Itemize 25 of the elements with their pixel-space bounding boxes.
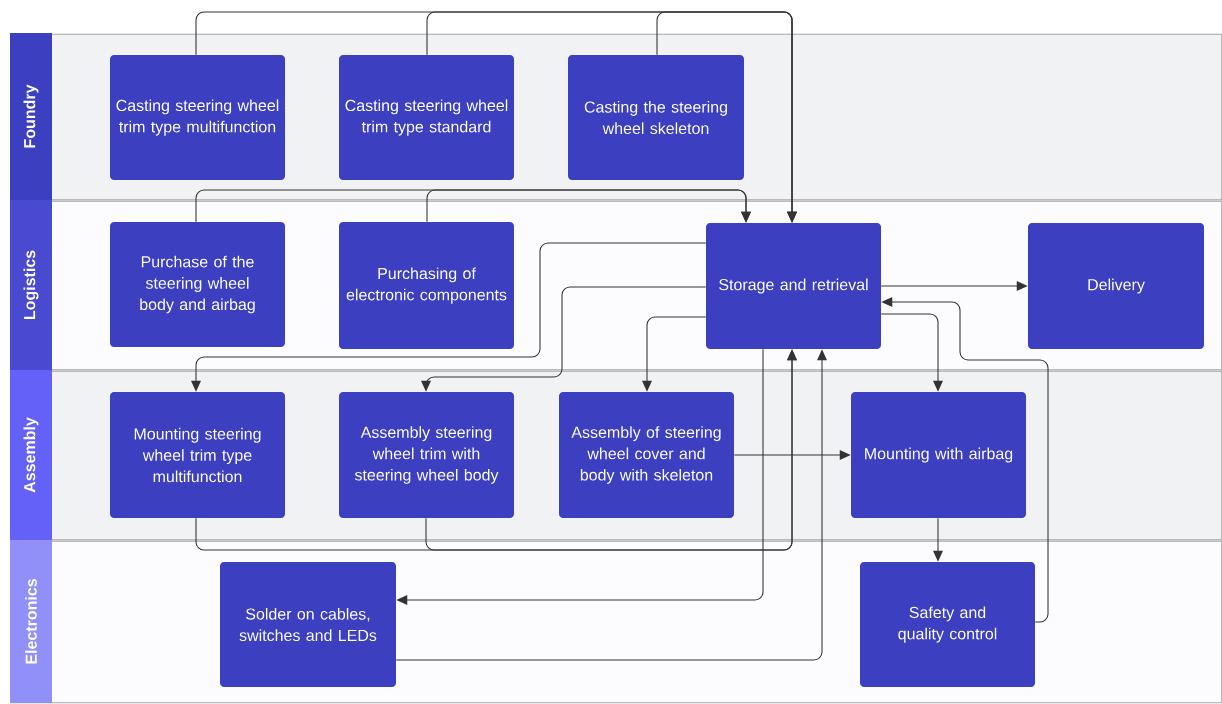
arrow — [396, 348, 764, 605]
arrow — [880, 281, 1028, 291]
process-box: Solder on cables, switches and LEDs — [220, 562, 396, 687]
arrow — [733, 450, 851, 460]
process-box: Safety and quality control — [860, 562, 1035, 687]
arrow — [656, 11, 797, 223]
arrow — [425, 349, 797, 551]
arrow — [642, 316, 707, 392]
process-box: Casting steering wheel trim type standard — [339, 55, 514, 180]
process-box: Casting steering wheel trim type multifunction — [110, 55, 285, 180]
process-box: Delivery — [1028, 223, 1204, 349]
process-box: Purchasing of electronic components — [339, 222, 514, 349]
arrow — [933, 517, 943, 562]
arrow — [395, 349, 827, 661]
process-box: Purchase of the steering wheel body and airbag — [110, 222, 285, 347]
process-box: Assembly steering wheel trim with steering wheel body — [339, 392, 514, 518]
process-box: Assembly of steering wheel cover and body with skeleton — [559, 392, 734, 518]
arrow — [880, 313, 943, 392]
process-box: Storage and retrieval — [706, 223, 881, 349]
arrow — [191, 242, 707, 392]
process-box: Mounting with airbag — [851, 392, 1026, 518]
process-box: Casting the steering wheel skeleton — [568, 55, 744, 180]
arrow — [421, 286, 707, 392]
arrow — [426, 189, 751, 223]
process-box: Mounting steering wheel trim type multifunction — [110, 392, 285, 518]
